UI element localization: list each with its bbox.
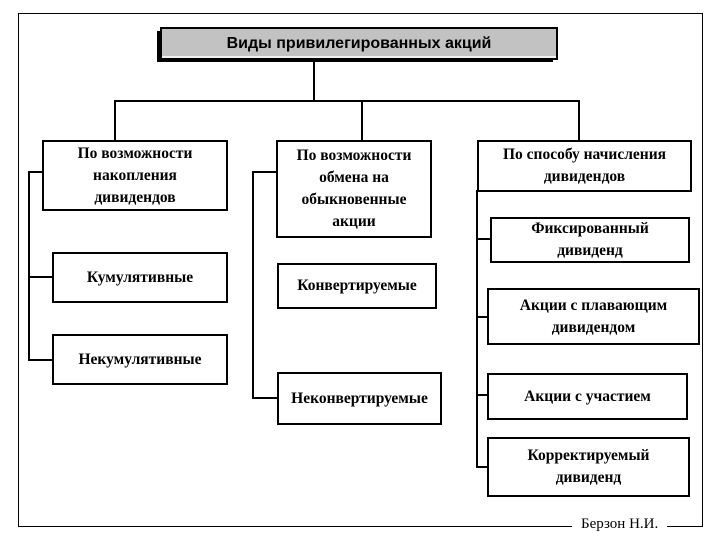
node-noncumulative: Некумулятивные bbox=[52, 334, 228, 385]
connector-left-branch-2 bbox=[28, 359, 52, 361]
connector-rail bbox=[114, 100, 580, 102]
node-adjustable-dividend-label: Корректируемый дивиденд bbox=[527, 447, 650, 486]
node-criterion-dividend-method: По способу начисления дивидендов bbox=[477, 140, 692, 192]
node-criterion-conversion-label: По возможности обмена на обыкновенные ак… bbox=[296, 147, 412, 230]
connector-drop-left bbox=[114, 100, 116, 140]
node-floating-dividend-label: Акции с плавающим дивидендом bbox=[519, 296, 668, 336]
node-convertible-label: Конвертируемые bbox=[297, 277, 417, 294]
connector-middle-spine bbox=[252, 171, 254, 399]
connector-right-branch-4 bbox=[476, 466, 487, 468]
node-cumulative-label: Кумулятивные bbox=[86, 268, 194, 286]
node-criterion-accumulation-label: По возможности накопления дивидендов bbox=[77, 144, 193, 206]
connector-left-branch-1 bbox=[28, 276, 52, 278]
node-cumulative: Кумулятивные bbox=[52, 252, 228, 303]
node-fixed-dividend-label: Фиксированный дивиденд bbox=[531, 220, 649, 259]
connector-right-branch-1 bbox=[476, 238, 490, 240]
node-root-label: Виды привилегированных акций bbox=[226, 34, 492, 52]
connector-drop-middle bbox=[361, 100, 363, 140]
connector-right-branch-2 bbox=[476, 316, 487, 318]
connector-root-stem bbox=[313, 60, 315, 101]
connector-drop-right bbox=[578, 100, 580, 140]
connector-left-spine-top bbox=[28, 171, 42, 173]
node-participating-label: Акции с участием bbox=[524, 387, 651, 405]
node-adjustable-dividend: Корректируемый дивиденд bbox=[487, 437, 690, 497]
node-noncumulative-label: Некумулятивные bbox=[78, 350, 202, 368]
node-criterion-conversion: По возможности обмена на обыкновенные ак… bbox=[276, 140, 432, 238]
connector-left-spine bbox=[28, 171, 30, 361]
node-participating: Акции с участием bbox=[487, 373, 688, 420]
node-fixed-dividend: Фиксированный дивиденд bbox=[490, 217, 690, 263]
node-nonconvertible: Неконвертируемые bbox=[277, 372, 442, 425]
node-floating-dividend: Акции с плавающим дивидендом bbox=[487, 288, 700, 345]
connector-middle-branch-2 bbox=[252, 397, 277, 399]
connector-right-spine bbox=[476, 190, 478, 468]
slide-border-frame bbox=[18, 13, 703, 527]
node-convertible: Конвертируемые bbox=[277, 263, 437, 309]
connector-middle-spine-top bbox=[252, 171, 276, 173]
node-criterion-dividend-method-label: По способу начисления дивидендов bbox=[502, 146, 667, 185]
connector-right-branch-3 bbox=[476, 394, 487, 396]
attribution-text: Берзон Н.И. bbox=[572, 514, 668, 535]
node-nonconvertible-label: Неконвертируемые bbox=[291, 389, 428, 407]
node-criterion-accumulation: По возможности накопления дивидендов bbox=[42, 140, 228, 211]
node-root: Виды привилегированных акций bbox=[160, 27, 558, 60]
